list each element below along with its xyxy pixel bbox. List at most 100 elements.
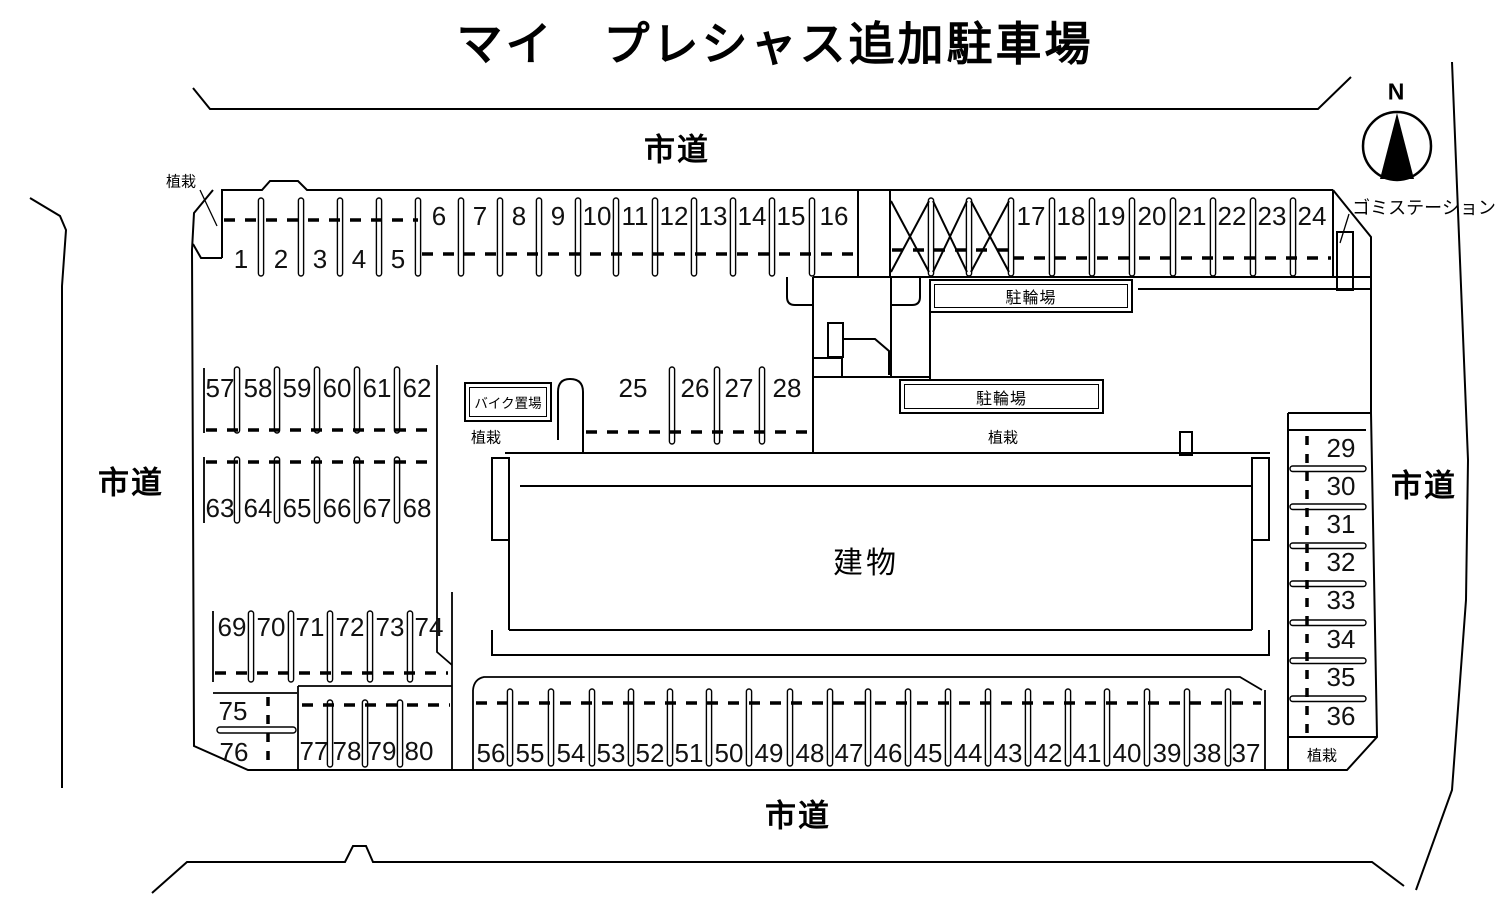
parking-space-6: 6	[431, 201, 447, 231]
parking-space-42: 42	[1033, 738, 1063, 768]
parking-space-11: 11	[621, 201, 649, 231]
parking-space-71: 71	[295, 612, 325, 642]
parking-space-1: 1	[233, 244, 249, 274]
parking-space-46: 46	[873, 738, 903, 768]
parking-space-53: 53	[596, 738, 626, 768]
parking-space-3: 3	[312, 244, 328, 274]
parking-space-57: 57	[205, 373, 235, 403]
compass-north-label: N	[1387, 78, 1405, 105]
parking-space-32: 32	[1326, 547, 1356, 577]
planting-label-top-left: 植栽	[165, 173, 197, 191]
bike-storage-label: バイク置場	[469, 387, 547, 417]
parking-space-24: 24	[1297, 201, 1327, 231]
parking-space-19: 19	[1096, 201, 1126, 231]
parking-space-48: 48	[795, 738, 825, 768]
parking-space-25: 25	[618, 373, 648, 403]
crossed-space-marks	[890, 200, 1010, 273]
stall-dash-lines	[206, 218, 1331, 766]
parking-space-14: 14	[737, 201, 767, 231]
parking-space-8: 8	[511, 201, 527, 231]
parking-space-36: 36	[1326, 701, 1356, 731]
entry-structures	[786, 277, 931, 453]
parking-space-79: 79	[367, 736, 397, 766]
parking-space-41: 41	[1072, 738, 1102, 768]
parking-space-4: 4	[351, 244, 367, 274]
parking-space-38: 38	[1192, 738, 1222, 768]
parking-space-17: 17	[1016, 201, 1046, 231]
page-title: マイ プレシャス追加駐車場	[456, 18, 1094, 70]
parking-space-16: 16	[819, 201, 849, 231]
parking-space-64: 64	[243, 493, 273, 523]
parking-space-62: 62	[402, 373, 432, 403]
lot-outline	[190, 180, 1379, 771]
parking-space-73: 73	[375, 612, 405, 642]
parking-space-39: 39	[1152, 738, 1182, 768]
parking-space-23: 23	[1257, 201, 1287, 231]
parking-space-29: 29	[1326, 433, 1356, 463]
parking-space-60: 60	[322, 373, 352, 403]
parking-space-10: 10	[582, 201, 612, 231]
parking-space-54: 54	[556, 738, 586, 768]
parking-space-49: 49	[754, 738, 784, 768]
parking-space-28: 28	[772, 373, 802, 403]
parking-space-15: 15	[776, 201, 806, 231]
parking-space-75: 75	[218, 696, 248, 726]
parking-space-26: 26	[680, 373, 710, 403]
parking-space-20: 20	[1137, 201, 1167, 231]
parking-space-59: 59	[282, 373, 312, 403]
parking-space-61: 61	[362, 373, 392, 403]
parking-space-50: 50	[714, 738, 744, 768]
parking-space-66: 66	[322, 493, 352, 523]
building-label: 建物	[833, 547, 899, 580]
parking-space-76: 76	[219, 737, 249, 767]
parking-space-18: 18	[1056, 201, 1086, 231]
parking-space-37: 37	[1231, 738, 1261, 768]
parking-space-51: 51	[674, 738, 704, 768]
parking-space-7: 7	[472, 201, 488, 231]
parking-space-13: 13	[698, 201, 728, 231]
parking-space-70: 70	[256, 612, 286, 642]
parking-space-35: 35	[1326, 662, 1356, 692]
parking-space-55: 55	[515, 738, 545, 768]
bicycle-parking-upper-label: 駐輪場	[934, 284, 1128, 308]
parking-space-74: 74	[414, 612, 444, 642]
parking-space-63: 63	[205, 493, 235, 523]
parking-space-34: 34	[1326, 624, 1356, 654]
road-label-left: 市道	[98, 465, 164, 501]
right-column-structure	[1287, 412, 1377, 770]
parking-space-80: 80	[404, 736, 434, 766]
parking-space-5: 5	[390, 244, 406, 274]
garbage-station-outline	[1336, 213, 1354, 291]
bicycle-parking-upper-box: 駐輪場	[929, 279, 1133, 313]
parking-space-47: 47	[834, 738, 864, 768]
bicycle-parking-lower-label: 駐輪場	[904, 384, 1099, 409]
planting-label-mid-left: 植栽	[470, 429, 502, 447]
parking-space-65: 65	[282, 493, 312, 523]
parking-space-77: 77	[299, 736, 329, 766]
parking-space-27: 27	[724, 373, 754, 403]
building-outline	[491, 377, 1270, 656]
parking-space-44: 44	[953, 738, 983, 768]
parking-space-22: 22	[1217, 201, 1247, 231]
north-compass-icon	[1361, 110, 1433, 182]
parking-space-78: 78	[332, 736, 362, 766]
top-row-structure	[813, 190, 1371, 290]
parking-space-9: 9	[550, 201, 566, 231]
parking-space-2: 2	[273, 244, 289, 274]
road-label-right: 市道	[1391, 468, 1457, 504]
aisle-lines	[203, 365, 1266, 770]
parking-space-45: 45	[913, 738, 943, 768]
parking-dividers	[216, 197, 1367, 768]
parking-space-40: 40	[1112, 738, 1142, 768]
parking-space-69: 69	[217, 612, 247, 642]
planting-label-bottom-right: 植栽	[1306, 747, 1338, 765]
road-label-top: 市道	[644, 132, 710, 168]
parking-space-43: 43	[993, 738, 1023, 768]
parking-space-21: 21	[1177, 201, 1207, 231]
parking-space-52: 52	[635, 738, 665, 768]
parking-space-30: 30	[1326, 471, 1356, 501]
parking-space-58: 58	[243, 373, 273, 403]
road-label-bottom: 市道	[765, 798, 831, 834]
